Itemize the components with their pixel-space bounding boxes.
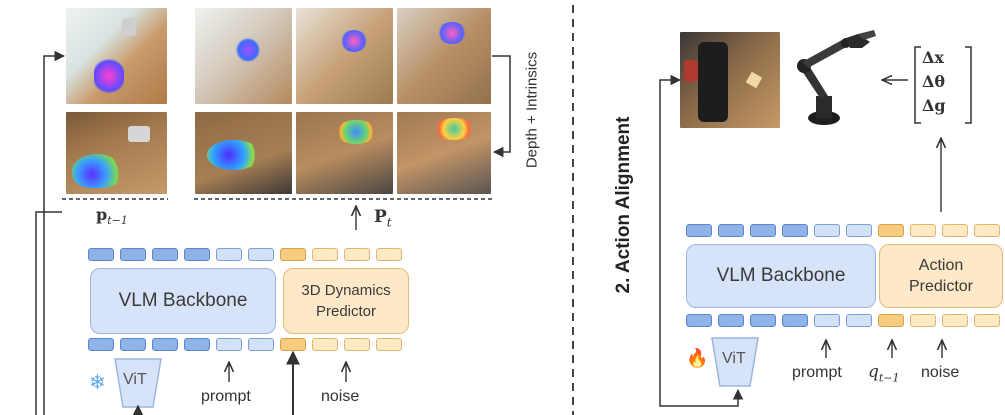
dynamics-predictor: 3D Dynamics Predictor [283, 268, 409, 334]
left-prompt-label: prompt [201, 388, 251, 405]
prev-points-subscript: t−1 [107, 214, 128, 228]
snowflake-icon: ❄ [89, 372, 106, 394]
q-prev-subscript: t−1 [878, 371, 900, 385]
token [814, 224, 840, 237]
token [88, 248, 114, 261]
token [344, 338, 370, 351]
future-frame-1-bottom [195, 112, 292, 194]
token [152, 338, 178, 351]
prev-points-label: pt−1 [96, 205, 128, 227]
current-points-symbol: P [374, 207, 387, 227]
future-frame-3-bottom [397, 112, 491, 194]
token [814, 314, 840, 327]
left-vit-label: ViT [123, 371, 147, 388]
token [750, 314, 776, 327]
token [910, 314, 936, 327]
current-points-subscript: t [386, 215, 392, 230]
future-frame-1-top [195, 8, 292, 104]
token [88, 338, 114, 351]
future-frame-3-top [397, 8, 491, 104]
token [248, 338, 274, 351]
robot-arm-render [797, 30, 876, 125]
future-frame-2-top [296, 8, 393, 104]
dynamics-predictor-label: 3D Dynamics Predictor [301, 282, 391, 320]
token [344, 248, 370, 261]
action-vector-bracket [914, 46, 972, 124]
token [280, 338, 306, 351]
left-vlm-backbone-label: VLM Backbone [118, 290, 248, 311]
token [878, 224, 904, 237]
future-frame-2-bottom [296, 112, 393, 194]
action-predictor: Action Predictor [879, 244, 1003, 308]
token [312, 248, 338, 261]
observation-image-top [66, 8, 167, 104]
q-prev-symbol: q [868, 362, 879, 382]
left-vlm-backbone: VLM Backbone [90, 268, 276, 334]
token [120, 248, 146, 261]
observation-image-bottom [66, 112, 167, 194]
left-vit-encoder [114, 358, 162, 408]
q-prev-label: qt−1 [868, 362, 900, 384]
token [184, 248, 210, 261]
action-vector-entry: Δθ [922, 72, 946, 91]
token [248, 248, 274, 261]
token [782, 314, 808, 327]
action-vector-entry: Δg [922, 96, 946, 115]
token [376, 338, 402, 351]
right-vlm-backbone-label: VLM Backbone [716, 265, 846, 286]
action-predictor-label: Action Predictor [908, 257, 974, 295]
token [750, 224, 776, 237]
token [974, 224, 1000, 237]
token [974, 314, 1000, 327]
token [120, 338, 146, 351]
token [152, 248, 178, 261]
token [312, 338, 338, 351]
left-noise-label: noise [321, 388, 360, 405]
right-noise-label: noise [921, 364, 960, 381]
token [910, 224, 936, 237]
token [942, 224, 968, 237]
current-points-label: Pt [374, 207, 392, 229]
token [782, 224, 808, 237]
token [216, 248, 242, 261]
token [942, 314, 968, 327]
action-vector-entry: Δx [922, 48, 944, 67]
token [376, 248, 402, 261]
token [280, 248, 306, 261]
token [878, 314, 904, 327]
token [184, 338, 210, 351]
token [216, 338, 242, 351]
prev-points-symbol: p [96, 205, 108, 224]
token [846, 314, 872, 327]
token [846, 224, 872, 237]
right-prompt-label: prompt [792, 364, 842, 381]
